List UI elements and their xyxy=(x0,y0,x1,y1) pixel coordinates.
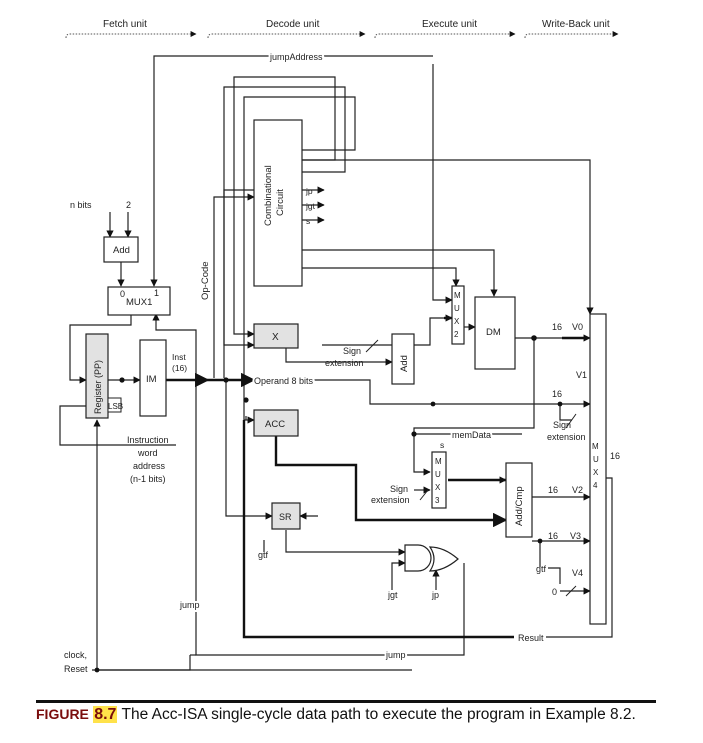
mux1-in1: 1 xyxy=(154,288,159,298)
stage-decode: Decode unit xyxy=(266,19,320,30)
add-exec-label: Add xyxy=(399,355,410,372)
mux3-c0: M xyxy=(435,457,442,466)
figure-number: 8.7 xyxy=(93,706,118,723)
n-bits-label: n bits xyxy=(70,200,92,210)
datapath-diagram: Fetch unit Decode unit Execute unit Writ… xyxy=(59,19,620,674)
v3-width: 16 xyxy=(548,531,558,541)
sign-label-1: Sign xyxy=(343,346,361,356)
extension-label-2: extension xyxy=(371,495,410,505)
addcmp-label: Add/Cmp xyxy=(514,486,525,526)
x-label: X xyxy=(272,332,279,343)
reset-label: Reset xyxy=(64,664,88,674)
mux3-block: M U X 3 xyxy=(431,451,447,509)
acc-block: ACC xyxy=(253,409,299,437)
mux4-c1: U xyxy=(593,455,599,464)
sign-label-2: Sign xyxy=(390,484,408,494)
lsb-label: LSB xyxy=(108,402,123,411)
extension-label-3: extension xyxy=(547,432,586,442)
stage-headers xyxy=(65,31,619,39)
mux4-c0: M xyxy=(592,442,599,451)
v0-label: V0 xyxy=(572,322,583,332)
mux4-c2: X xyxy=(593,468,599,477)
junctions xyxy=(94,335,563,673)
mux2-c2: X xyxy=(454,317,460,326)
dm-block: DM xyxy=(474,296,516,370)
jump-left-label: jump xyxy=(179,600,200,610)
mux1-block: MUX1 0 1 xyxy=(107,286,171,316)
or-gate xyxy=(428,546,459,572)
clock-label: clock, xyxy=(64,650,87,660)
v0-width: 16 xyxy=(552,322,562,332)
x-block: X xyxy=(253,323,299,349)
sign-label-3: Sign xyxy=(553,420,571,430)
stage-writeback: Write-Back unit xyxy=(542,19,610,30)
s-mux3-label: s xyxy=(440,440,444,450)
acc-label: ACC xyxy=(265,419,285,430)
stage-fetch: Fetch unit xyxy=(103,19,147,30)
addcmp-block: Add/Cmp xyxy=(505,462,533,538)
buses xyxy=(166,316,585,639)
mux4-c3: 4 xyxy=(593,481,598,490)
instruction-line4: (n-1 bits) xyxy=(130,474,166,484)
v1-width: 16 xyxy=(552,389,562,399)
v3-label: V3 xyxy=(570,531,581,541)
mux2-c3: 2 xyxy=(454,330,459,339)
register-pp-label: Register (PP) xyxy=(93,360,103,414)
add-fetch-label: Add xyxy=(113,245,130,256)
mux3-c1: U xyxy=(435,470,441,479)
mux2-c1: U xyxy=(454,304,460,313)
extension-label-1: extension xyxy=(325,358,364,368)
mux2-block: M U X 2 xyxy=(451,285,465,345)
im-block: IM xyxy=(139,339,167,417)
figure-caption-text: The Acc-ISA single-cycle data path to ex… xyxy=(121,706,636,723)
jgt-output-label: jgt xyxy=(305,201,316,211)
and-gate xyxy=(404,544,432,572)
v4-label: V4 xyxy=(572,568,583,578)
v2-width: 16 xyxy=(548,485,558,495)
gtf-sr-label: gtf xyxy=(258,550,269,560)
result-label: Result xyxy=(518,633,544,643)
figure-caption: Figure 8.7 The Acc-ISA single-cycle data… xyxy=(36,700,656,724)
mux3-c3: 3 xyxy=(435,496,440,505)
zero-label: 0 xyxy=(552,587,557,597)
jp-output-label: jp xyxy=(305,186,313,196)
stage-execute: Execute unit xyxy=(422,19,477,30)
add-exec-block: Add xyxy=(391,333,415,385)
wires xyxy=(59,55,613,671)
v1-label: V1 xyxy=(576,370,587,380)
mux3-c2: X xyxy=(435,483,441,492)
jgt-gate-label: jgt xyxy=(387,590,398,600)
inst-label: Inst xyxy=(172,352,186,362)
combinational-line2: Circuit xyxy=(275,189,286,216)
s-output-label: s xyxy=(306,216,310,226)
jp-gate-label: jp xyxy=(431,590,439,600)
mux4-block: M U X 4 xyxy=(589,313,607,625)
gtf-exec-label: gtf xyxy=(536,564,547,574)
combinational-line1: Combinational xyxy=(263,165,274,226)
instruction-line1: Instruction xyxy=(127,435,169,445)
sr-block: SR xyxy=(271,502,301,530)
jump-address-label: jumpAddress xyxy=(269,52,323,62)
inst16-label: (16) xyxy=(172,363,187,373)
figure-label: Figure xyxy=(36,706,89,722)
operand-label: Operand 8 bits xyxy=(254,376,314,386)
mux1-in0: 0 xyxy=(120,289,125,299)
v2-label: V2 xyxy=(572,485,583,495)
add-fetch-block: Add xyxy=(103,236,139,263)
register-pp-block: Register (PP) LSB xyxy=(85,333,123,419)
instruction-line3: address xyxy=(133,461,166,471)
instruction-line2: word xyxy=(137,448,158,458)
out-width: 16 xyxy=(610,451,620,461)
im-label: IM xyxy=(146,374,157,385)
mux2-c0: M xyxy=(454,291,461,300)
dm-label: DM xyxy=(486,327,501,338)
opcode-label: Op-Code xyxy=(200,261,211,300)
combinational-block: Combinational Circuit xyxy=(253,119,303,287)
two-label: 2 xyxy=(126,200,131,210)
bus-width-ticks xyxy=(365,339,577,597)
jump-bottom-label: jump xyxy=(385,650,406,660)
memdata-label: memData xyxy=(452,430,491,440)
mux1-label: MUX1 xyxy=(126,297,152,308)
sr-label: SR xyxy=(279,512,292,522)
